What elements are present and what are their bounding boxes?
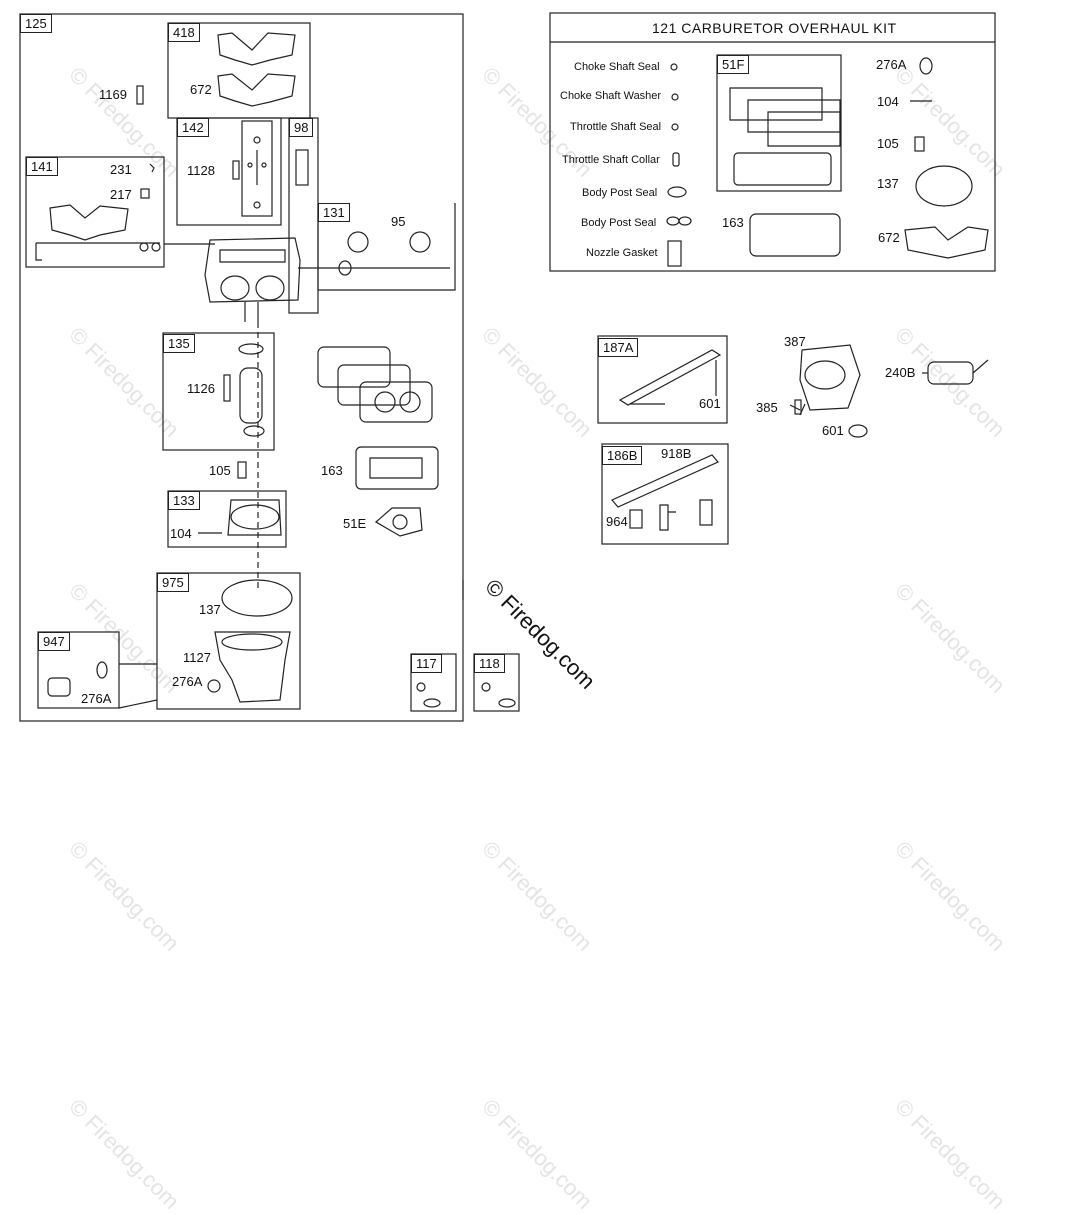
kit-item-throttle-shaft-seal: Throttle Shaft Seal	[570, 121, 662, 133]
kit-item-throttle-shaft-collar: Throttle Shaft Collar	[562, 154, 660, 166]
part-tag-141: 141	[26, 157, 58, 176]
part-label-105: 105	[209, 463, 231, 478]
part-tag-117: 117	[411, 654, 442, 673]
part-label-385: 385	[756, 400, 778, 415]
part-label-240b: 240B	[885, 365, 916, 380]
part-label-217: 217	[110, 187, 132, 202]
part-label-231: 231	[110, 162, 132, 177]
kit-part-276a: 276A	[876, 57, 907, 72]
part-label-51e: 51E	[343, 516, 367, 531]
kit-part-104: 104	[877, 94, 899, 109]
part-label-1127: 1127	[183, 650, 211, 665]
kit-item-choke-shaft-washer: Choke Shaft Washer	[560, 90, 662, 102]
part-tag-133: 133	[168, 491, 200, 510]
part-label-163: 163	[321, 463, 343, 478]
kit-part-163: 163	[722, 215, 744, 230]
part-tag-135: 135	[163, 334, 195, 353]
part-label-672: 672	[190, 82, 212, 97]
part-label-1169: 1169	[99, 87, 127, 102]
part-tag-125: 125	[20, 14, 52, 33]
part-label-276a-947: 276A	[81, 691, 112, 706]
part-label-104: 104	[170, 526, 192, 541]
part-label-387: 387	[784, 334, 806, 349]
part-tag-118: 118	[474, 654, 505, 673]
part-tag-186b: 186B	[602, 446, 643, 465]
part-tag-187a: 187A	[598, 338, 639, 357]
part-label-601: 601	[699, 396, 721, 411]
part-tag-51f: 51F	[717, 55, 750, 74]
part-tag-947: 947	[38, 632, 70, 651]
part-label-1128: 1128	[187, 163, 215, 178]
part-label-276a: 276A	[172, 674, 203, 689]
part-tag-131: 131	[318, 203, 350, 222]
part-label-964: 964	[606, 514, 628, 529]
part-tag-98: 98	[289, 118, 314, 137]
kit-item-body-post-seal-2: Body Post Seal	[581, 217, 657, 229]
kit-part-137: 137	[877, 176, 899, 191]
kit-part-672: 672	[878, 230, 900, 245]
part-label-137: 137	[199, 602, 221, 617]
part-label-1126: 1126	[187, 381, 215, 396]
kit-item-nozzle-gasket: Nozzle Gasket	[586, 247, 658, 259]
kit-part-105: 105	[877, 136, 899, 151]
part-label-601-clamp: 601	[822, 423, 844, 438]
part-tag-975: 975	[157, 573, 189, 592]
part-tag-418: 418	[168, 23, 200, 42]
part-label-95: 95	[391, 214, 406, 229]
main-assembly-frame	[19, 13, 464, 722]
kit-title: 121 CARBURETOR OVERHAUL KIT	[652, 20, 897, 36]
kit-item-body-post-seal: Body Post Seal	[582, 187, 658, 199]
part-tag-142: 142	[177, 118, 209, 137]
kit-item-choke-shaft-seal: Choke Shaft Seal	[574, 61, 660, 73]
part-label-918b: 918B	[661, 446, 692, 461]
